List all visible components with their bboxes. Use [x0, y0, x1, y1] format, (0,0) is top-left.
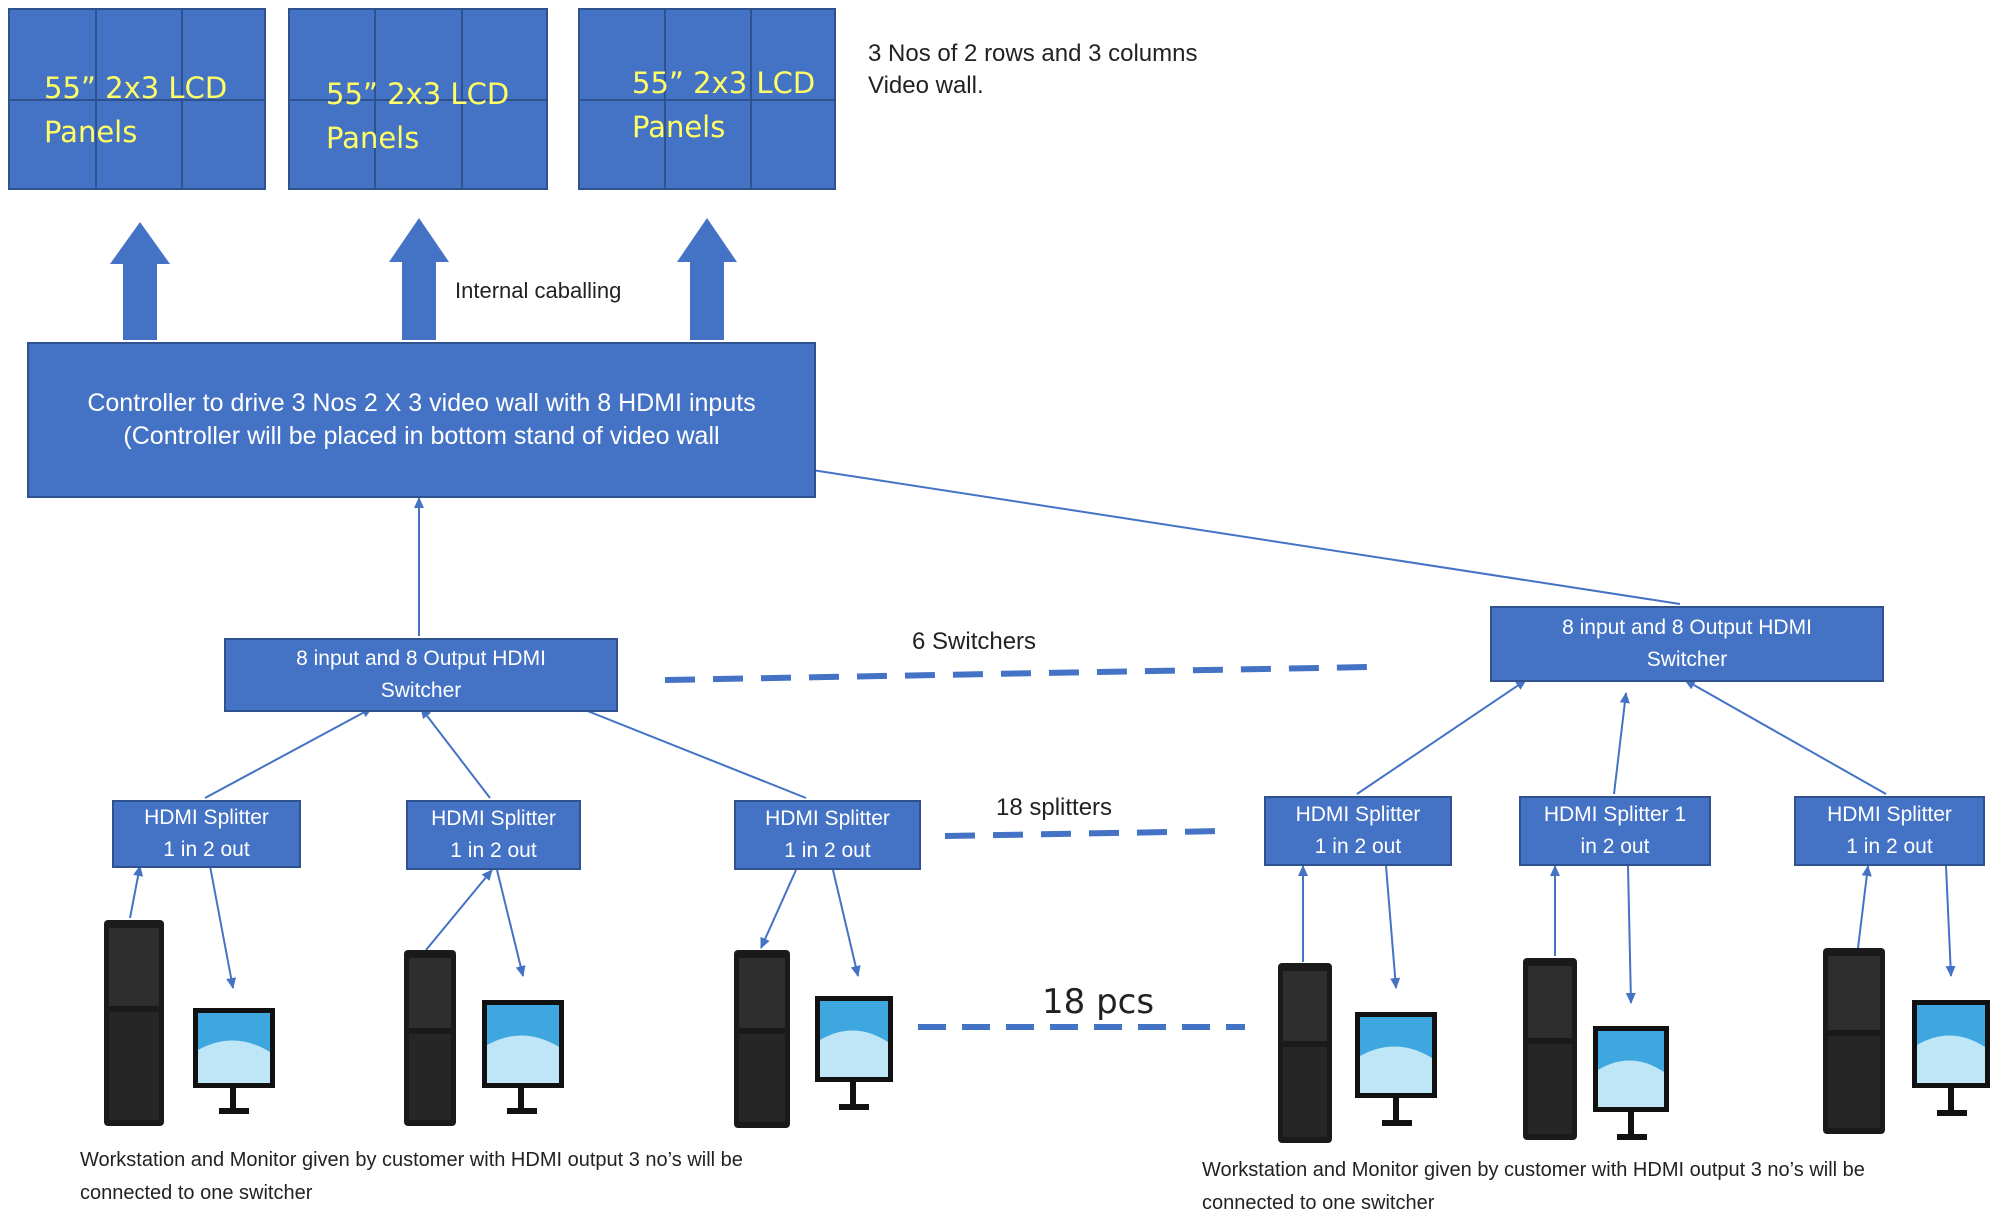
panel-type-label: Panels [632, 110, 726, 144]
splitter-line: HDMI Splitter [765, 807, 890, 830]
switcher-line: 8 input and 8 Output HDMI [1562, 616, 1812, 639]
splitter-line: 1 in 2 out [1314, 835, 1402, 858]
block-arrow-up [389, 218, 449, 340]
caption-line: Workstation and Monitor given by custome… [80, 1149, 743, 1171]
panel-size-label: 55” 2x3 LCD [632, 66, 816, 100]
panel-size-label: 55” 2x3 LCD [326, 77, 510, 111]
switcher-line: Switcher [380, 679, 462, 702]
connector-arrow [832, 869, 861, 977]
hdmi-splitter: HDMI Splitter 1 in 2 out [1519, 796, 1711, 866]
tower-pc-icon [1823, 948, 1885, 1134]
switcher-line: Switcher [1646, 648, 1728, 671]
video-wall-note-line: 3 Nos of 2 rows and 3 columns [868, 40, 1198, 67]
switchers-count-label: 6 Switchers [912, 628, 1037, 655]
workstations-count-label: 18 pcs [1042, 982, 1155, 1022]
monitor-icon [1593, 1026, 1669, 1140]
hdmi-splitter: HDMI Splitter 1 in 2 out [1794, 796, 1985, 866]
connector-arrow [1385, 865, 1401, 989]
splitter-line: 1 in 2 out [1846, 835, 1933, 858]
panel-type-label: Panels [44, 115, 138, 149]
block-arrow-up [110, 222, 170, 340]
connector-arrow [204, 707, 373, 799]
connector-arrow [1356, 679, 1527, 795]
tower-pc-icon [404, 950, 456, 1126]
splitter-line: 1 in 2 out [163, 838, 250, 861]
dashed-continuation-line [944, 828, 1226, 839]
tower-pc-icon [104, 920, 164, 1126]
lcd-panel-wall: 55” 2x3 LCD Panels [8, 8, 266, 190]
video-wall-controller: Controller to drive 3 Nos 2 X 3 video wa… [27, 342, 816, 498]
connector-arrow [496, 869, 526, 977]
splitter-line: HDMI Splitter 1 [1543, 803, 1687, 826]
splitter-line: 1 in 2 out [784, 839, 871, 862]
panel-size-label: 55” 2x3 LCD [44, 71, 228, 105]
tower-pc-icon [1523, 958, 1577, 1140]
video-wall-note: 3 Nos of 2 rows and 3 columns Video wall… [868, 38, 1198, 102]
controller-line: (Controller will be placed in bottom sta… [123, 422, 720, 450]
connector-arrow [1613, 692, 1630, 795]
splitter-line: in 2 out [1580, 835, 1650, 858]
connector-arrow [1857, 865, 1872, 949]
connector-arrow [425, 869, 493, 951]
caption-line: connected to one switcher [80, 1182, 313, 1204]
monitor-icon [1912, 1000, 1990, 1116]
monitor-icon [815, 996, 893, 1110]
video-wall-note-line: Video wall. [868, 72, 984, 99]
connector-arrow [1625, 865, 1636, 1004]
hdmi-splitter: HDMI Splitter 1 in 2 out [406, 800, 581, 870]
connector-line [579, 707, 807, 799]
connector-arrow [209, 865, 237, 989]
switcher-line: 8 input and 8 Output HDMI [296, 647, 546, 670]
connector-arrow [760, 869, 797, 949]
monitor-icon [482, 1000, 564, 1114]
caption-line: connected to one switcher [1202, 1192, 1435, 1214]
hdmi-switcher: 8 input and 8 Output HDMI Switcher [1490, 606, 1884, 682]
connector-arrow [1945, 865, 1956, 977]
workstation-caption: Workstation and Monitor given by custome… [80, 1144, 743, 1210]
monitor-icon [193, 1008, 275, 1114]
splitter-line: HDMI Splitter [1827, 803, 1952, 826]
lcd-panel-wall: 55” 2x3 LCD Panels [288, 8, 548, 190]
splitter-line: 1 in 2 out [450, 839, 537, 862]
splitters-count-label: 18 splitters [996, 794, 1113, 821]
lcd-panel-wall: 55” 2x3 LCD Panels [578, 8, 836, 190]
connector-arrow [420, 707, 491, 799]
dashed-continuation-line [664, 664, 1371, 683]
splitter-line: HDMI Splitter [1295, 803, 1421, 826]
connector-arrow [1684, 679, 1887, 795]
splitter-line: HDMI Splitter [144, 806, 269, 829]
workstation-caption: Workstation and Monitor given by custome… [1202, 1154, 1865, 1220]
hdmi-splitter: HDMI Splitter 1 in 2 out [734, 800, 921, 870]
caption-line: Workstation and Monitor given by custome… [1202, 1159, 1865, 1181]
tower-pc-icon [734, 950, 790, 1128]
panel-type-label: Panels [326, 121, 420, 155]
block-arrow-up [677, 218, 737, 340]
hdmi-splitter: HDMI Splitter 1 in 2 out [112, 800, 301, 868]
monitor-icon [1355, 1012, 1437, 1126]
hdmi-splitter: HDMI Splitter 1 in 2 out [1264, 796, 1452, 866]
internal-cabling-label: Internal caballing [455, 278, 622, 303]
tower-pc-icon [1278, 963, 1332, 1143]
connector-line [811, 469, 1681, 605]
hdmi-switcher: 8 input and 8 Output HDMI Switcher [224, 638, 618, 712]
controller-line: Controller to drive 3 Nos 2 X 3 video wa… [87, 389, 756, 417]
splitter-line: HDMI Splitter [431, 807, 556, 830]
connector-arrow [129, 865, 144, 919]
